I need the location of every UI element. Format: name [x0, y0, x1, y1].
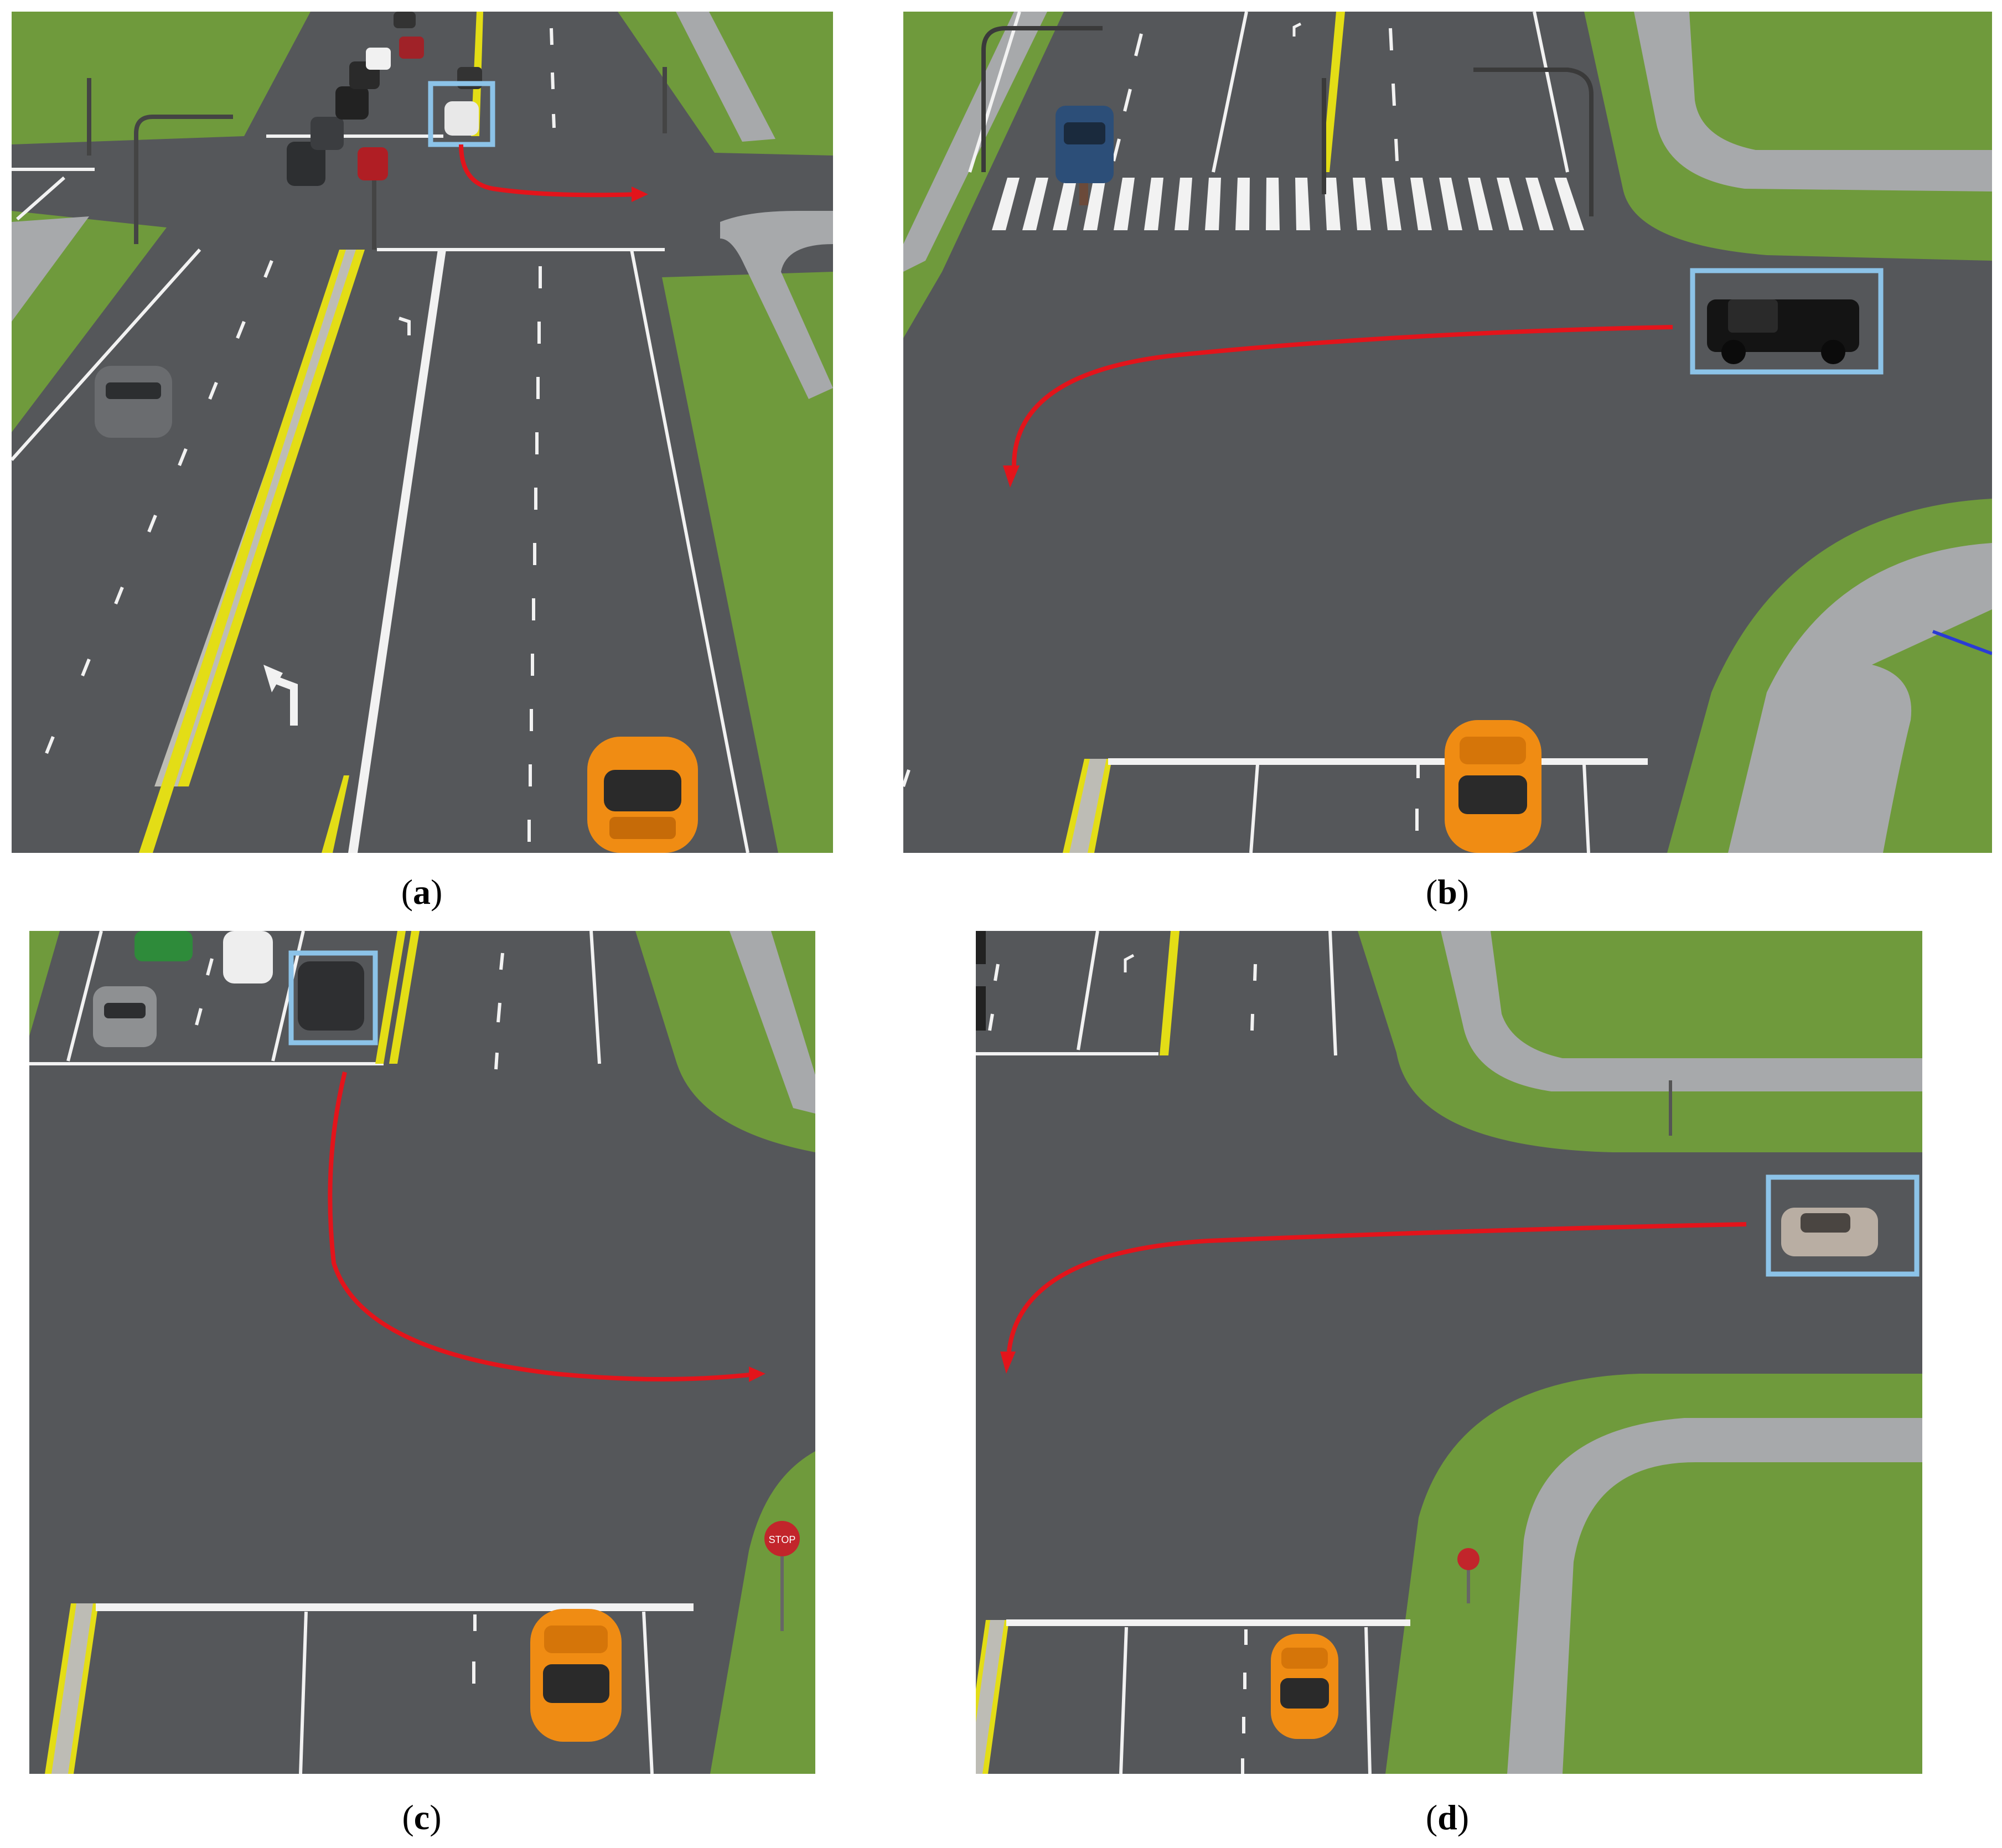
median-yellow-bottom-right [982, 1620, 1009, 1774]
lane-line [630, 249, 749, 853]
median-yellow-bottom-right [68, 1603, 99, 1774]
grass-top-right [1358, 931, 1922, 1152]
traffic-vehicles [1056, 106, 1114, 205]
caption-letter: b [1437, 872, 1457, 912]
median-yellow-left [139, 250, 346, 853]
caption-letter: a [413, 872, 431, 912]
caption-letter: c [413, 1798, 430, 1837]
median-bottom [1068, 759, 1108, 853]
scene-c-drawing: STOP [29, 931, 815, 1774]
sidewalk-top-left [903, 12, 1047, 272]
ego-car [1271, 1634, 1338, 1739]
median-yellow-bottom [1063, 759, 1090, 853]
target-vehicle-highlight-box [1690, 268, 1884, 375]
lane-lines-bottom [1119, 1627, 1372, 1774]
traffic-vehicle-edge [976, 931, 986, 964]
median-yellow-bottom [976, 1620, 990, 1722]
target-vehicle-white [444, 101, 479, 136]
traffic-light-poles [981, 26, 1594, 216]
left-turn-arrow-icon [270, 675, 298, 726]
median-bottom [49, 1603, 96, 1774]
stop-sign-icon [764, 1521, 800, 1556]
ego-car [530, 1609, 622, 1742]
lane-line-blue [1932, 630, 1992, 655]
median-yellow-top [375, 931, 406, 1064]
lane-lines-bottom [903, 764, 1590, 853]
scene-panel-d [976, 931, 1922, 1774]
lane-yellow-bottom [322, 775, 349, 853]
lane-line [12, 248, 201, 462]
lane-line [16, 176, 65, 221]
traffic-vehicles [93, 931, 273, 1047]
caption-paren-close: ) [1457, 1798, 1470, 1837]
target-vehicle-black-pickup [1707, 299, 1859, 364]
scene-panel-a [12, 12, 833, 853]
trajectory-arrowhead-icon [1003, 465, 1020, 488]
caption-paren-open: ( [401, 872, 413, 912]
grass-top-left [29, 931, 60, 1036]
sidewalk-right-corner [720, 211, 833, 399]
caption-paren-open: ( [1425, 872, 1438, 912]
scene-panel-c: STOP [29, 931, 815, 1774]
lane-line [348, 250, 446, 853]
caption-paren-open: ( [1425, 1798, 1438, 1837]
traffic-vehicle-edge [976, 986, 986, 1031]
grass-top-left [12, 12, 311, 144]
sidewalk-left [12, 216, 89, 322]
left-turn-arrow-icon [399, 317, 411, 335]
target-vehicle-window [1801, 1213, 1850, 1233]
caption-paren-close: ) [431, 872, 443, 912]
median-yellow-bottom [45, 1603, 76, 1774]
trajectory-arrowhead-icon [632, 187, 648, 202]
scene-b-drawing [903, 12, 1992, 853]
sidewalk-top-right [1634, 12, 1992, 191]
sidewalk-top-right [730, 931, 815, 1114]
caption-paren-close: ) [430, 1798, 442, 1837]
median-yellow-right [178, 250, 365, 786]
ego-car [587, 737, 698, 853]
median-yellow-top-right [389, 931, 420, 1064]
right-turn-arrow-icon [1124, 954, 1135, 972]
panel-caption-b: (b) [1426, 874, 1469, 910]
panel-caption-d: (d) [1426, 1800, 1469, 1835]
trajectory-right-turn [459, 144, 638, 198]
caption-paren-open: ( [402, 1798, 414, 1837]
ego-car [1445, 720, 1541, 853]
stop-sign-text: STOP [769, 1534, 796, 1545]
dashed-lane-lines [45, 28, 556, 842]
caption-paren-close: ) [1457, 872, 1470, 912]
trajectory-arrowhead-icon [749, 1366, 765, 1382]
grass-top-left [903, 12, 1064, 338]
sidewalk-bottom-right [1507, 1418, 1922, 1774]
trajectory-arrowhead-icon [1000, 1352, 1016, 1374]
grass-right [662, 272, 833, 853]
sidewalk-bottom-right [1728, 543, 1992, 853]
right-turn-arrow-icon [1292, 22, 1302, 37]
median-yellow-top [1160, 931, 1180, 1055]
trajectory-right-turn [328, 1071, 761, 1381]
median-yellow-bottom-right [1088, 759, 1112, 853]
sidewalk-top-right [676, 12, 775, 142]
scene-a-drawing [12, 12, 833, 853]
target-vehicle-highlight-box [288, 950, 378, 1045]
lane-lines-top [976, 931, 1337, 1056]
lane-lines-top [968, 12, 1569, 173]
median-yellow-top [1322, 12, 1345, 172]
target-vehicle-dark [298, 961, 364, 1031]
crosswalk [992, 178, 1584, 230]
caption-letter: d [1437, 1798, 1457, 1837]
trajectory-left-turn [1012, 325, 1673, 466]
sidewalk-top-right [1441, 931, 1922, 1091]
stop-sign-icon [1457, 1548, 1479, 1570]
lane-lines-bottom [299, 1611, 654, 1774]
scene-d-drawing [976, 931, 1922, 1774]
target-vehicle-highlight-box [1766, 1174, 1920, 1277]
left-turn-arrow-head [263, 665, 283, 692]
panel-caption-c: (c) [402, 1800, 441, 1835]
scene-panel-b [903, 12, 1992, 853]
panel-caption-a: (a) [401, 874, 443, 910]
trajectory-left-turn [1007, 1222, 1747, 1352]
